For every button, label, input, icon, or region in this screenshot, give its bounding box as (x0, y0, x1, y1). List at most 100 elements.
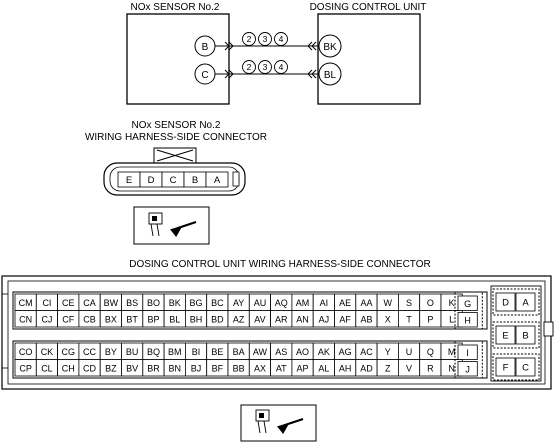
dcu-pin-c: C (522, 363, 529, 374)
dcu-pin-cd: CD (83, 363, 96, 373)
dcu-pin-bi: BI (192, 347, 201, 357)
dcu-pin-u: U (406, 347, 413, 357)
dcu-pin-ad: AD (360, 363, 373, 373)
wire-b-connector-2: 2 (247, 34, 252, 44)
dcu-pin-bo: BO (147, 298, 160, 308)
dcu-pin-cn: CN (19, 314, 32, 324)
dcu-pin-bd: BD (211, 314, 224, 324)
dcu-pin-k: K (449, 298, 455, 308)
dcu-pin-ag: AG (339, 347, 352, 357)
dcu-pin-at: AT (276, 363, 287, 373)
dcu-pin-cm: CM (19, 298, 33, 308)
dcu-right-pair-frame-3 (492, 353, 540, 381)
wire-b-connector-4: 4 (279, 34, 284, 44)
dcu-pin-bw: BW (104, 298, 119, 308)
wire-c-connector-numbers: 2 3 4 (242, 60, 288, 74)
dcu-pin-s: S (406, 298, 412, 308)
dcu-pin-aq: AQ (275, 298, 288, 308)
dcu-pin-ac: AC (360, 347, 373, 357)
dcu-pin-af: AF (339, 314, 351, 324)
dcu-pin-m: M (448, 347, 456, 357)
wire-c-connector-2: 2 (247, 62, 252, 72)
wire-c-connector-4: 4 (279, 62, 284, 72)
dcu-pin-bs: BS (126, 298, 138, 308)
dcu-pin-e: E (502, 331, 508, 342)
dcu-pin-ai: AI (320, 298, 329, 308)
dcu-pin-n: N (448, 363, 455, 373)
dcu-pin-ce: CE (62, 298, 75, 308)
dcu-pin-bl: BL (169, 314, 180, 324)
dcu-pin-ch: CH (62, 363, 75, 373)
dcu-pin-bm: BM (168, 347, 182, 357)
dcu-pin-bt: BT (126, 314, 138, 324)
dcu-pin-g: G (464, 299, 471, 309)
dcu-pin-ca: CA (83, 298, 96, 308)
sensor-connector-pin-c: C (170, 175, 177, 186)
dcu-pin-cp: CP (19, 363, 32, 373)
dcu-pin-j-cell (457, 361, 478, 377)
dcu-pin-al: AL (318, 363, 329, 373)
dcu-pin-z: Z (385, 363, 391, 373)
dcu-pin-f: F (503, 363, 509, 374)
dcu-pin-d: D (502, 298, 509, 309)
dcu-end-lower-frame (454, 340, 483, 379)
dcu-pin-bg: BG (190, 298, 203, 308)
dcu-pin-bz: BZ (105, 363, 117, 373)
nox-sensor-box (126, 13, 230, 105)
dcu-right-pair-frame-2 (492, 321, 540, 349)
dcu-pin-f-cell (495, 357, 516, 377)
dcu-pin-av: AV (254, 314, 265, 324)
dcu-pin-r: R (427, 363, 434, 373)
dcu-pin-i-cell (457, 344, 478, 360)
dcu-pin-ap: AP (297, 363, 309, 373)
dcu-pin-g-cell (457, 295, 478, 311)
dcu-pin-bj: BJ (191, 363, 202, 373)
dcu-pin-bc: BC (211, 298, 224, 308)
dcu-pin-by: BY (105, 347, 117, 357)
dcu-pin-ba: BA (233, 347, 245, 357)
dcu-pin-c-cell (515, 357, 536, 377)
dcu-pin-ar: AR (275, 314, 288, 324)
wire-b-sensor-chevron-icon (224, 41, 234, 51)
sensor-connector-key-notch (232, 171, 240, 187)
dcu-pin-h-cell (457, 312, 478, 328)
dcu-pin-an: AN (296, 314, 309, 324)
dcu-pin-au: AU (254, 298, 267, 308)
sensor-pin-c: C (201, 70, 208, 81)
dcu-pin-t: T (406, 314, 412, 324)
dosing-control-unit-box (317, 13, 421, 105)
dcu-pin-bb: BB (233, 363, 245, 373)
dcu-pin-bk: BK (169, 298, 181, 308)
sensor-pin-b: B (202, 42, 209, 53)
dcu-pin-h: H (464, 315, 471, 325)
dcu-pin-ae: AE (339, 298, 351, 308)
dcu-pin-ay: AY (233, 298, 244, 308)
dcu-pin-i: I (466, 348, 469, 358)
dcu-right-pair-frame-1 (492, 288, 540, 316)
dcu-pin-am: AM (296, 298, 310, 308)
dcu-pin-as: AS (275, 347, 287, 357)
dcu-pin-bv: BV (126, 363, 138, 373)
dcu-pin-b-cell (515, 325, 536, 345)
sensor-connector-pin-e: E (126, 175, 132, 186)
dcu-pin-bk: BK (323, 42, 337, 53)
wire-bk-dcu-chevron-icon (307, 41, 317, 51)
sensor-connector-pin-a: A (214, 175, 221, 186)
dcu-pin-y: Y (385, 347, 391, 357)
connector-hand-icon-bottom (240, 404, 317, 442)
dcu-pin-b: B (522, 331, 528, 342)
sensor-connector-pin-a-cell (205, 171, 229, 188)
dcu-pin-ci: CI (42, 298, 51, 308)
dcu-connector-housing (1, 275, 554, 390)
dcu-pin-a: A (522, 298, 529, 309)
wire-b-connector-3: 3 (263, 34, 268, 44)
dcu-pin-l: L (449, 314, 454, 324)
sensor-connector-pin-d: D (148, 175, 155, 186)
dcu-pin-cj: CJ (41, 314, 52, 324)
dcu-pin-ao: AO (296, 347, 309, 357)
dcu-pin-bq: BQ (147, 347, 160, 357)
dcu-pin-cg: CG (62, 347, 76, 357)
